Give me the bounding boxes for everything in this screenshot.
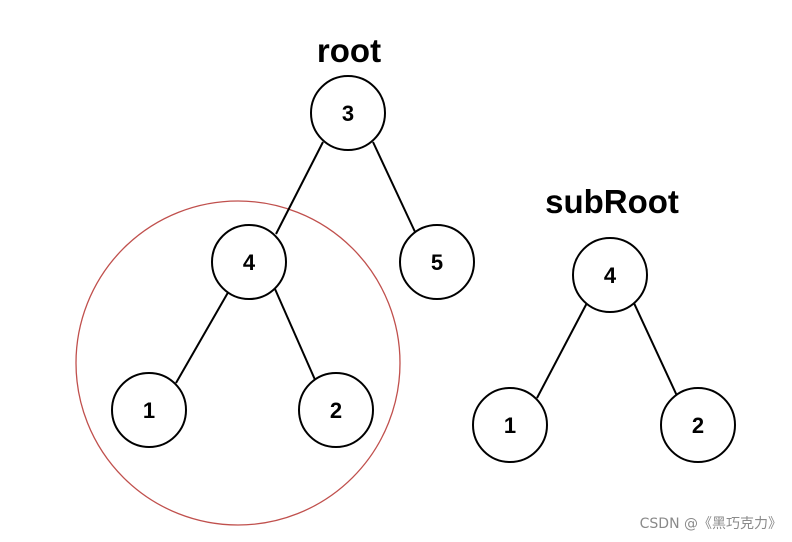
node-value: 2 bbox=[330, 398, 342, 423]
edge-r3-r5 bbox=[372, 141, 417, 235]
tree-node: 4 bbox=[572, 237, 648, 313]
node-circle bbox=[572, 237, 648, 313]
node-value: 4 bbox=[243, 250, 256, 275]
node-value: 3 bbox=[342, 101, 354, 126]
subroot-tree-edges bbox=[536, 300, 679, 399]
subtree-highlight-circle bbox=[75, 200, 401, 526]
node-value: 1 bbox=[143, 398, 155, 423]
node-circle bbox=[211, 224, 287, 300]
node-circle bbox=[660, 387, 736, 463]
node-circle bbox=[111, 372, 187, 448]
node-value: 2 bbox=[692, 413, 704, 438]
node-circle bbox=[472, 387, 548, 463]
edge-s4-s1 bbox=[536, 300, 589, 399]
tree-node: 5 bbox=[399, 224, 475, 300]
node-circle bbox=[298, 372, 374, 448]
node-value: 5 bbox=[431, 250, 443, 275]
subroot-tree-nodes: 4 1 2 bbox=[472, 237, 736, 463]
root-tree-nodes: 3 4 5 1 2 bbox=[111, 75, 475, 448]
tree-node: 3 bbox=[310, 75, 386, 151]
root-tree-edges bbox=[175, 141, 417, 384]
tree-node: 2 bbox=[298, 372, 374, 448]
root-label: root bbox=[317, 32, 381, 69]
subroot-label: subRoot bbox=[545, 183, 679, 220]
tree-node: 4 bbox=[211, 224, 287, 300]
node-value: 1 bbox=[504, 413, 516, 438]
tree-node: 2 bbox=[660, 387, 736, 463]
edge-s4-s2 bbox=[632, 300, 679, 399]
edge-r4-r2 bbox=[274, 288, 317, 383]
watermark-text: CSDN @《黑巧克力》 bbox=[640, 516, 782, 532]
node-value: 4 bbox=[604, 263, 617, 288]
edge-r4-r1 bbox=[175, 288, 231, 384]
edge-r3-r4 bbox=[275, 141, 324, 235]
node-circle bbox=[310, 75, 386, 151]
node-circle bbox=[399, 224, 475, 300]
tree-node: 1 bbox=[472, 387, 548, 463]
tree-node: 1 bbox=[111, 372, 187, 448]
